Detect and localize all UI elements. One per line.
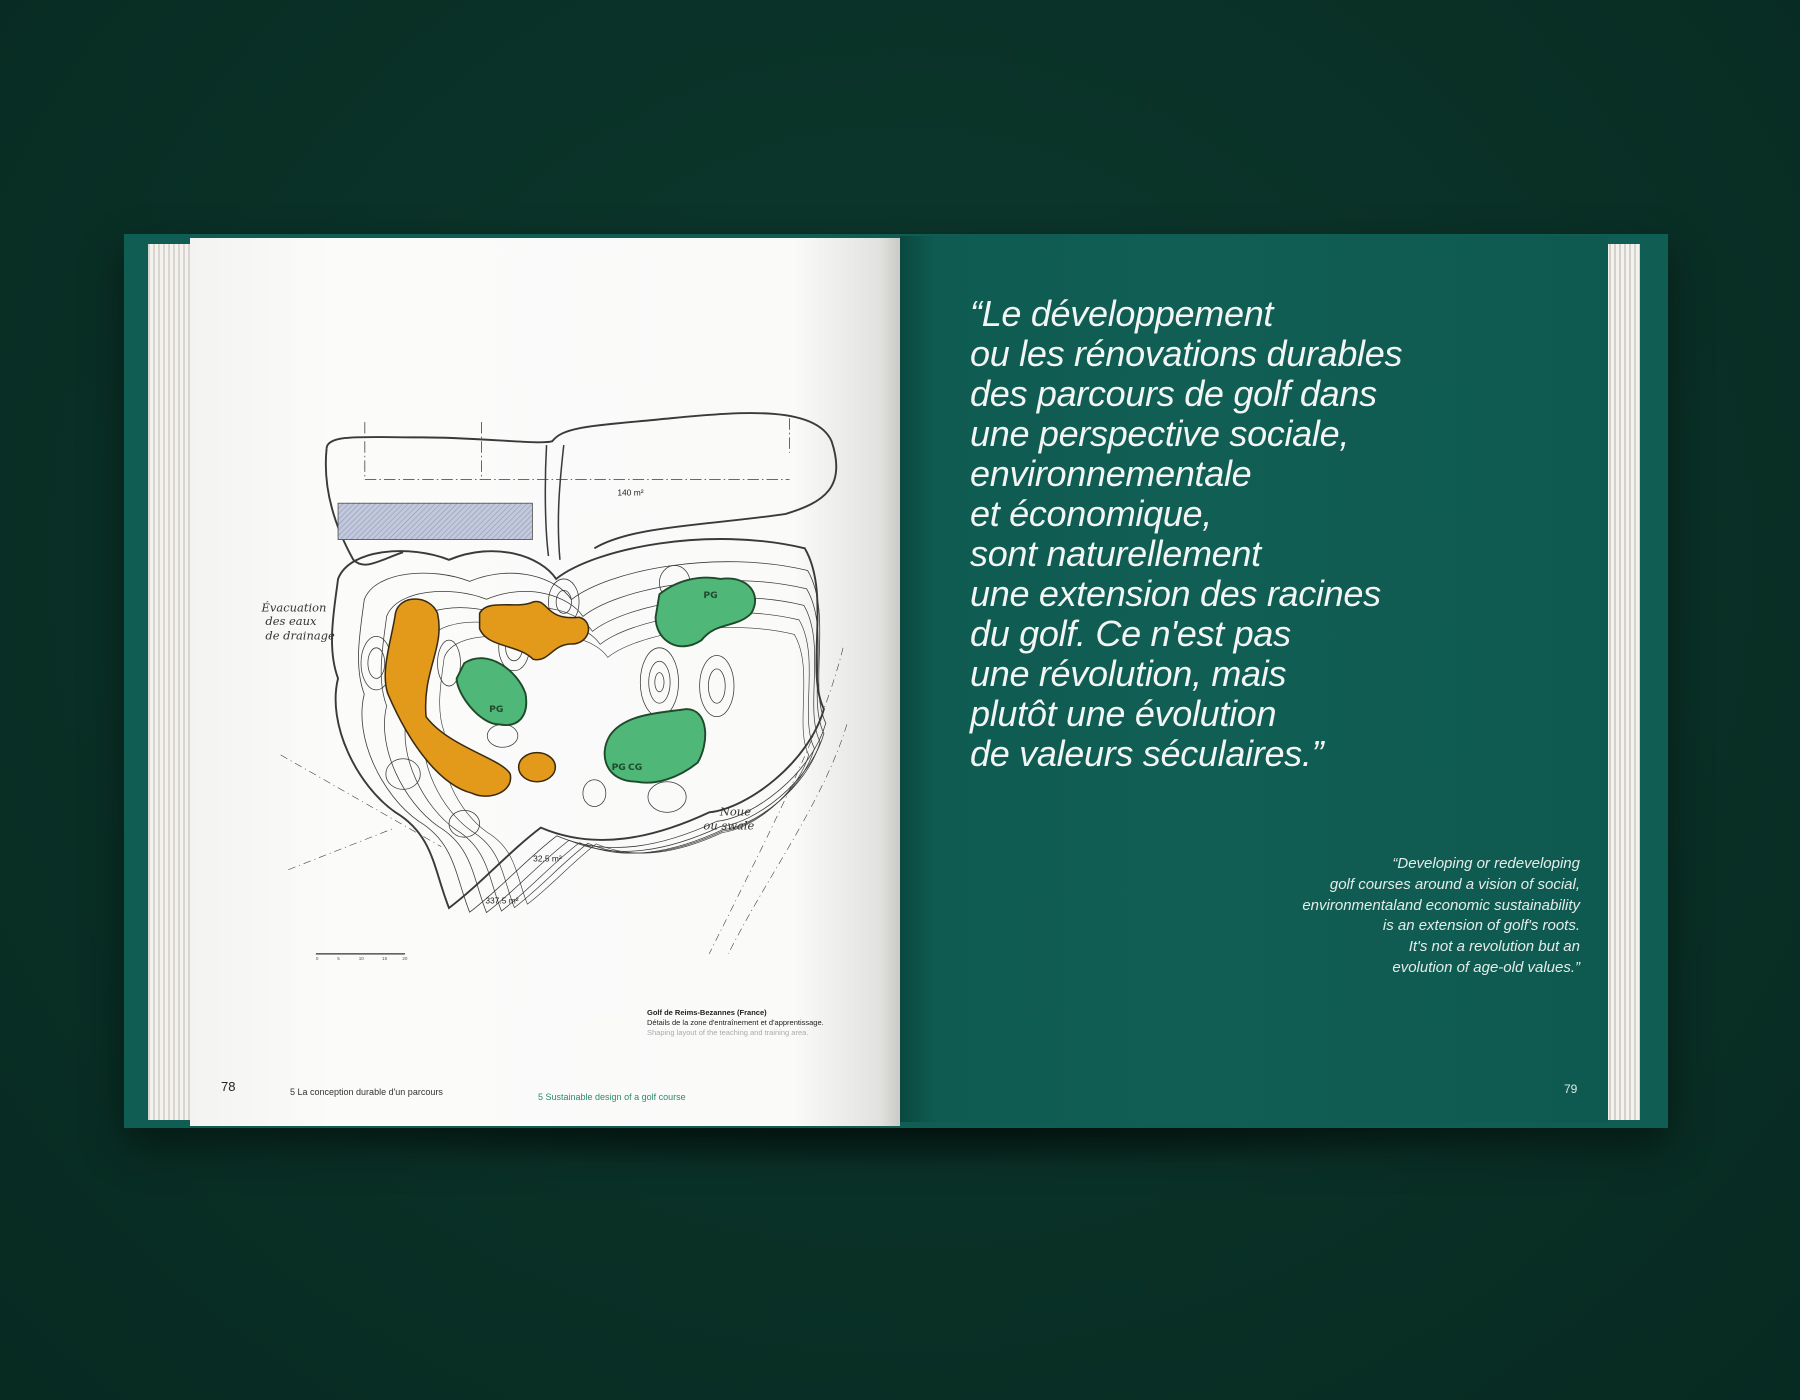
quote-line: “Le développement [970,293,1274,334]
page-stack-right [1606,244,1640,1120]
quote-line: de valeurs séculaires.” [970,733,1324,774]
left-page [190,238,900,1126]
greens [455,576,757,784]
hatched-area [337,502,533,540]
quote-line: is an extension of golf's roots. [1382,917,1580,935]
quote-line: evolution of age-old values.” [1392,958,1580,976]
quote-line: et économique, [970,493,1212,534]
right-page [900,236,1608,1122]
quote-french: “Le développement ou les rénovations dur… [970,294,1402,774]
page-number-left: 78 [221,1079,236,1094]
area-label: 140 m² [617,488,643,498]
quote-line: environnementale [970,453,1252,494]
caption-title: Golf de Reims-Bezannes (France) [647,1008,767,1017]
course-sketch: 140 m² 32.5 m² 337.5 m² PG PG PG CG Évac… [261,412,848,960]
green-label: CG [628,762,642,773]
quote-line: environmentaland economic sustainability [1302,896,1580,914]
quote-line: “Developing or redeveloping [1392,855,1580,872]
drainage-note: des eaux [265,614,317,628]
drainage-note: de drainage [265,628,335,642]
svg-text:15: 15 [382,956,388,960]
quote-english: “Developing or redeveloping golf courses… [1302,854,1580,979]
quote-line: golf courses around a vision of social, [1329,875,1580,893]
page-stack-left [148,244,192,1120]
scale-bar: 0 5 10 15 20 [316,953,408,960]
footer-section-fr: 5 La conception durable d'un parcours [290,1087,443,1097]
quote-line: une extension des racines [970,573,1381,614]
quote-line: plutôt une évolution [970,693,1277,734]
swale-note: Noue [719,804,751,818]
page-number-right: 79 [1564,1082,1578,1096]
quote-line: du golf. Ce n'est pas [970,613,1291,654]
green-label: PG [703,590,717,601]
swale-note: ou swale [703,819,754,833]
quote-line: des parcours de golf dans [970,373,1377,414]
area-label: 32.5 m² [533,853,562,863]
bunkers [384,598,590,797]
drainage-note: Évacuation [261,600,327,614]
svg-text:0: 0 [316,956,319,960]
footer-section-en: 5 Sustainable design of a golf course [538,1092,686,1102]
quote-line: ou les rénovations durables [970,333,1403,374]
caption-en: Shaping layout of the teaching and train… [647,1028,809,1037]
green-label: PG [612,762,626,773]
quote-line: une perspective sociale, [970,413,1350,454]
quote-line: It's not a revolution but an [1408,938,1580,956]
svg-text:10: 10 [359,956,365,960]
area-label: 337.5 m² [485,895,518,905]
svg-text:5: 5 [337,956,340,960]
quote-line: sont naturellement [970,533,1261,574]
caption-fr: Détails de la zone d'entraînement et d'a… [647,1018,824,1027]
green-label: PG [489,704,503,715]
contour-lines [280,412,848,955]
svg-text:20: 20 [402,956,408,960]
figure-caption: Golf de Reims-Bezannes (France) Détails … [647,1008,824,1038]
quote-line: une révolution, mais [970,653,1287,694]
